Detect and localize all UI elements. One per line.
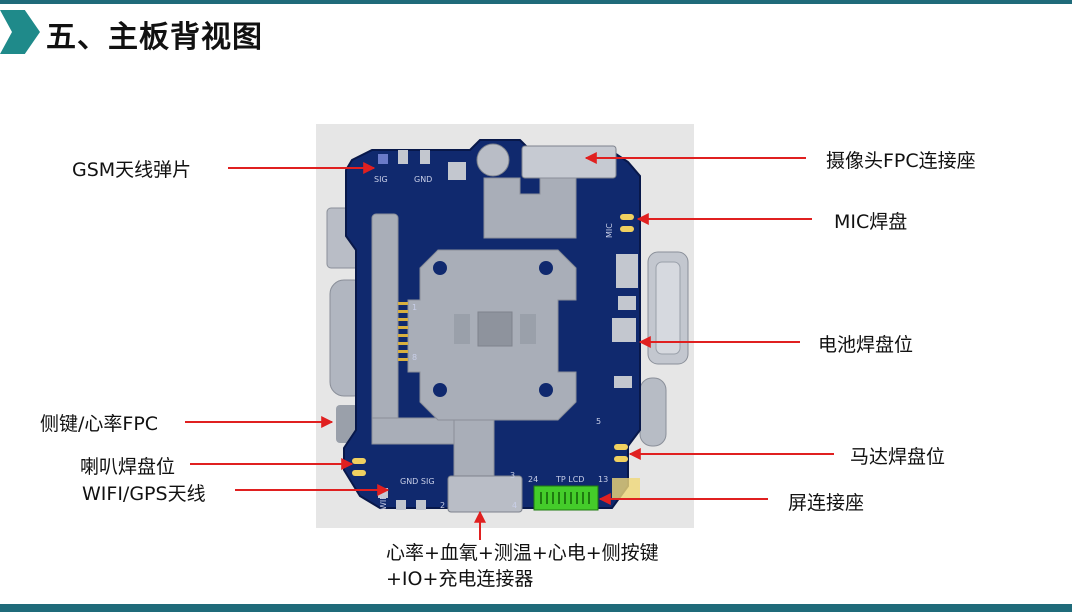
top-rule — [0, 0, 1072, 4]
pin-header — [398, 302, 408, 361]
gsm-contact — [420, 150, 430, 164]
board-text-4: 4 — [512, 501, 517, 510]
board-text-gnd: GND — [414, 175, 432, 184]
right-component — [618, 296, 636, 310]
wifi-contact — [416, 500, 426, 510]
shield-pad — [454, 314, 470, 344]
mic-pad — [620, 226, 634, 232]
board-text-gnd-sig: GND SIG — [400, 477, 435, 486]
speaker-pad — [352, 458, 366, 464]
right-component — [616, 254, 638, 288]
screen-connector-pins — [540, 492, 590, 504]
speaker-pad — [352, 470, 366, 476]
top-flex — [483, 177, 577, 239]
camera-connector — [521, 145, 617, 179]
board-text-2: 2 — [440, 501, 445, 510]
label-mic-pad: MIC焊盘 — [834, 211, 908, 233]
board-text-8: 8 — [412, 353, 417, 362]
label-camera-fpc: 摄像头FPC连接座 — [826, 150, 976, 172]
board-text-24: 24 — [528, 475, 538, 484]
screen-connector-side — [612, 478, 640, 500]
board-text-mic: MIC — [605, 223, 614, 238]
label-side-key-fpc: 侧键/心率FPC — [40, 413, 159, 435]
battery-connector-inner — [655, 261, 681, 355]
label-motor-pad: 马达焊盘位 — [850, 446, 946, 468]
shield-hole — [539, 383, 553, 397]
label-screen-connector: 屏连接座 — [788, 492, 865, 514]
label-wifi-gps: WIFI/GPS天线 — [82, 483, 206, 505]
board-text-sig: SIG — [374, 175, 388, 184]
gsm-contact — [448, 162, 466, 180]
shield-hole — [433, 261, 447, 275]
wifi-contact — [396, 500, 406, 510]
gsm-contact — [398, 150, 408, 164]
label-bottom-connector-line1: 心率+血氧+测温+心电+侧按键 — [386, 542, 659, 564]
right-component — [614, 376, 632, 388]
label-battery-pad: 电池焊盘位 — [818, 334, 914, 356]
board-text-wifi: WIFI — [379, 493, 388, 510]
bottom-flex-connector — [447, 475, 523, 513]
board-text-tp-lcd: TP LCD — [555, 475, 584, 484]
motor-body — [639, 377, 667, 447]
board-text-5: 5 — [596, 417, 601, 426]
label-bottom-connector-line2: +IO+充电连接器 — [386, 568, 534, 590]
label-speaker-pad: 喇叭焊盘位 — [80, 456, 176, 478]
board-text-3: 3 — [510, 471, 515, 480]
shield-hole — [539, 261, 553, 275]
bottom-rule — [0, 604, 1072, 612]
shield-pad — [520, 314, 536, 344]
page-title: 五、主板背视图 — [46, 20, 263, 55]
shield-hole — [433, 383, 447, 397]
left-flex — [371, 213, 399, 425]
camera-knob — [476, 143, 510, 177]
mic-pad — [620, 214, 634, 220]
board-text-1: 1 — [412, 303, 417, 312]
gsm-contact — [378, 154, 388, 164]
board-text-13: 13 — [598, 475, 608, 484]
motor-pad — [614, 444, 628, 450]
label-gsm-antenna: GSM天线弹片 — [72, 159, 192, 181]
right-component — [612, 318, 636, 342]
shield-pad — [477, 311, 513, 347]
motor-pad — [614, 456, 628, 462]
